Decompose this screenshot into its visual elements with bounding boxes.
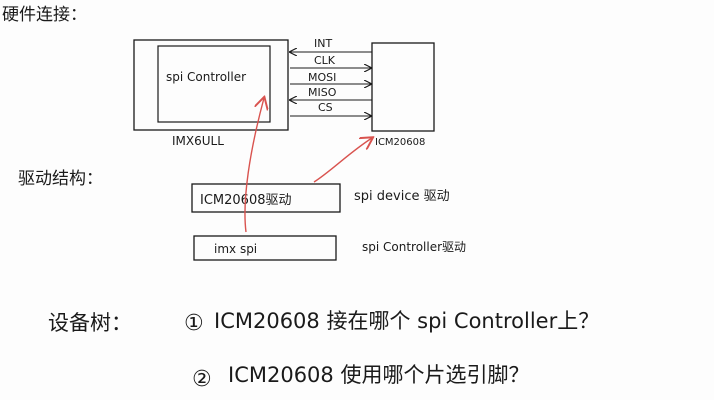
question-2-marker: ② [192,367,212,392]
driver-section-title: 驱动结构： [18,169,103,189]
dts-section-title: 设备树： [48,311,132,335]
question-2-text: ICM20608 使用哪个片选引脚？ [228,363,529,387]
signal-miso-label: MISO [308,86,337,99]
question-1-marker: ① [184,311,204,336]
soc-box [133,39,289,131]
signal-int-label: INT [314,37,332,50]
soc-label: IMX6ULL [172,134,224,148]
device-driver-box [191,183,341,213]
controller-driver-label: imx spi [214,242,257,256]
red-arrow-controller [244,98,264,233]
spi-controller-box [157,45,271,123]
controller-driver-desc: spi Controller驱动 [362,240,466,254]
spi-controller-label: spi Controller [166,70,246,84]
signal-clk-label: CLK [314,54,336,67]
controller-driver-box [193,235,337,261]
signal-cs-label: CS [318,101,333,114]
hardware-section-title: 硬件连接： [2,5,87,25]
question-1-text: ICM20608 接在哪个 spi Controller上？ [214,309,599,333]
device-driver-desc: spi device 驱动 [354,189,450,204]
icm20608-label: ICM20608 [375,137,425,148]
red-arrow-device [313,138,372,183]
icm20608-box [371,42,435,132]
signal-mosi-label: MOSI [308,71,336,84]
